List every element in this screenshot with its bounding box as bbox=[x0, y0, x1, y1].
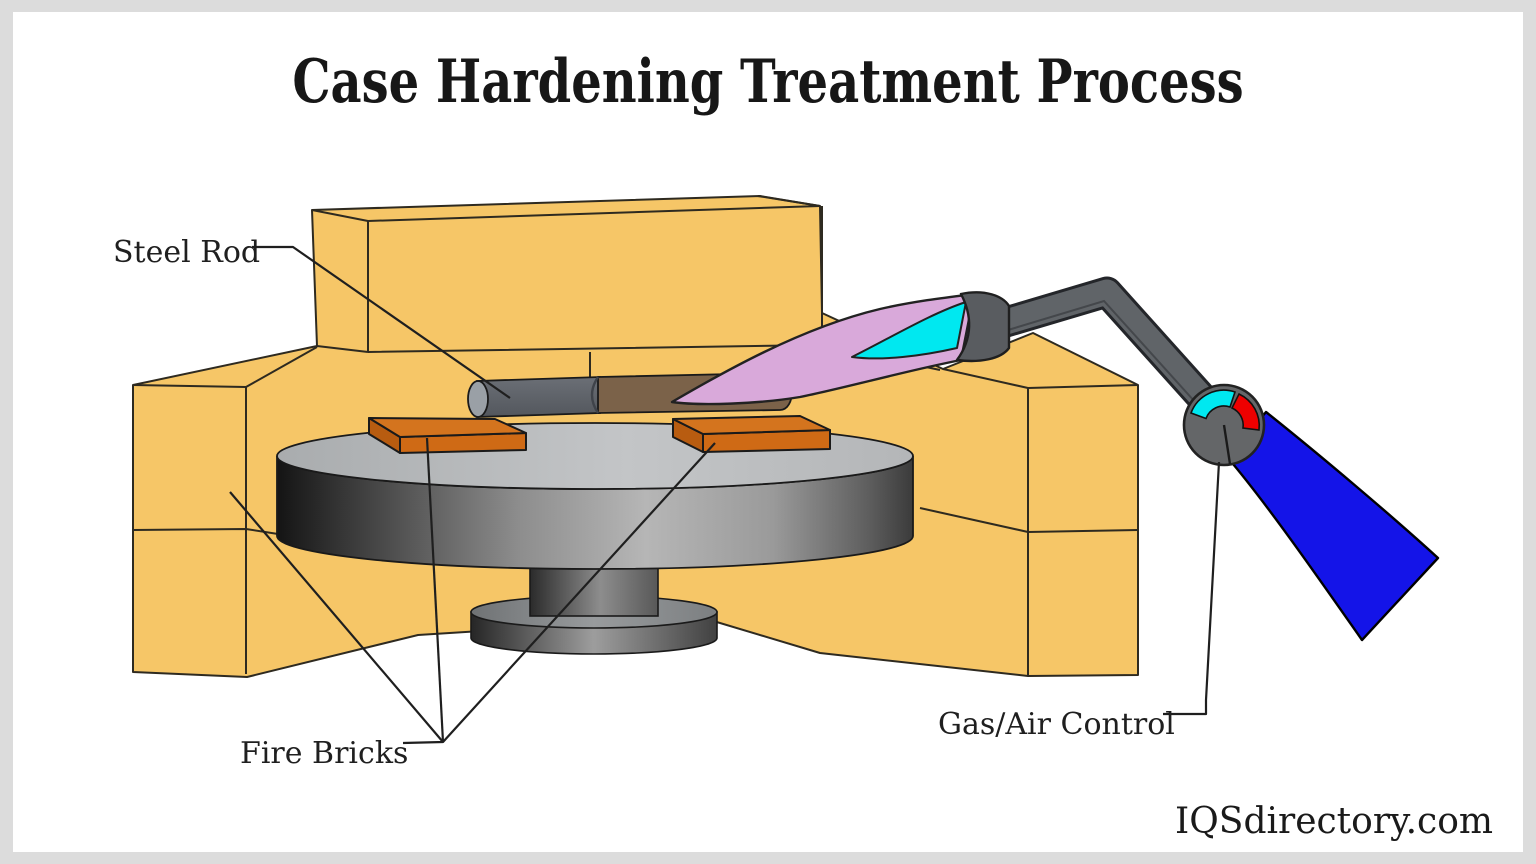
hot-brick-left-top bbox=[368, 417, 527, 438]
diagram-artwork bbox=[132, 195, 1440, 745]
gauge-arc-red bbox=[1230, 392, 1261, 431]
watermark-text: IQSdirectory.com bbox=[1175, 801, 1493, 842]
gas-air-control-knob[interactable] bbox=[1182, 383, 1266, 467]
label-gas-air-control: Gas/Air Control bbox=[938, 707, 1175, 742]
leader-fire-bricks-left-brick bbox=[425, 437, 445, 743]
leader-gas-air-control bbox=[1163, 461, 1221, 716]
leader-lines bbox=[229, 245, 1221, 745]
label-steel-rod: Steel Rod bbox=[113, 235, 261, 270]
brick-joint-lines bbox=[132, 195, 1139, 676]
hot-brick-left bbox=[368, 417, 527, 454]
steel-rod-body bbox=[476, 376, 601, 418]
leader-steel-rod bbox=[252, 245, 511, 399]
diagram-canvas: Case Hardening Treatment Process Steel R… bbox=[13, 12, 1523, 852]
hot-brick-right bbox=[672, 415, 831, 453]
knob-pointer bbox=[1222, 424, 1232, 465]
steel-rod-section-divider bbox=[590, 376, 600, 414]
leader-fire-bricks-right-brick bbox=[442, 442, 716, 743]
torch-nozzle-bell bbox=[955, 291, 1011, 363]
label-fire-bricks: Fire Bricks bbox=[240, 736, 409, 771]
page-title: Case Hardening Treatment Process bbox=[292, 47, 1244, 117]
torch-tube-seam bbox=[1007, 299, 1215, 424]
hot-brick-right-top bbox=[672, 415, 831, 435]
steel-rod-end-cap bbox=[467, 380, 489, 418]
torch-neck-tube bbox=[990, 276, 1238, 436]
gauge-arc-cyan bbox=[1189, 389, 1237, 420]
torch-handle bbox=[1226, 410, 1440, 642]
